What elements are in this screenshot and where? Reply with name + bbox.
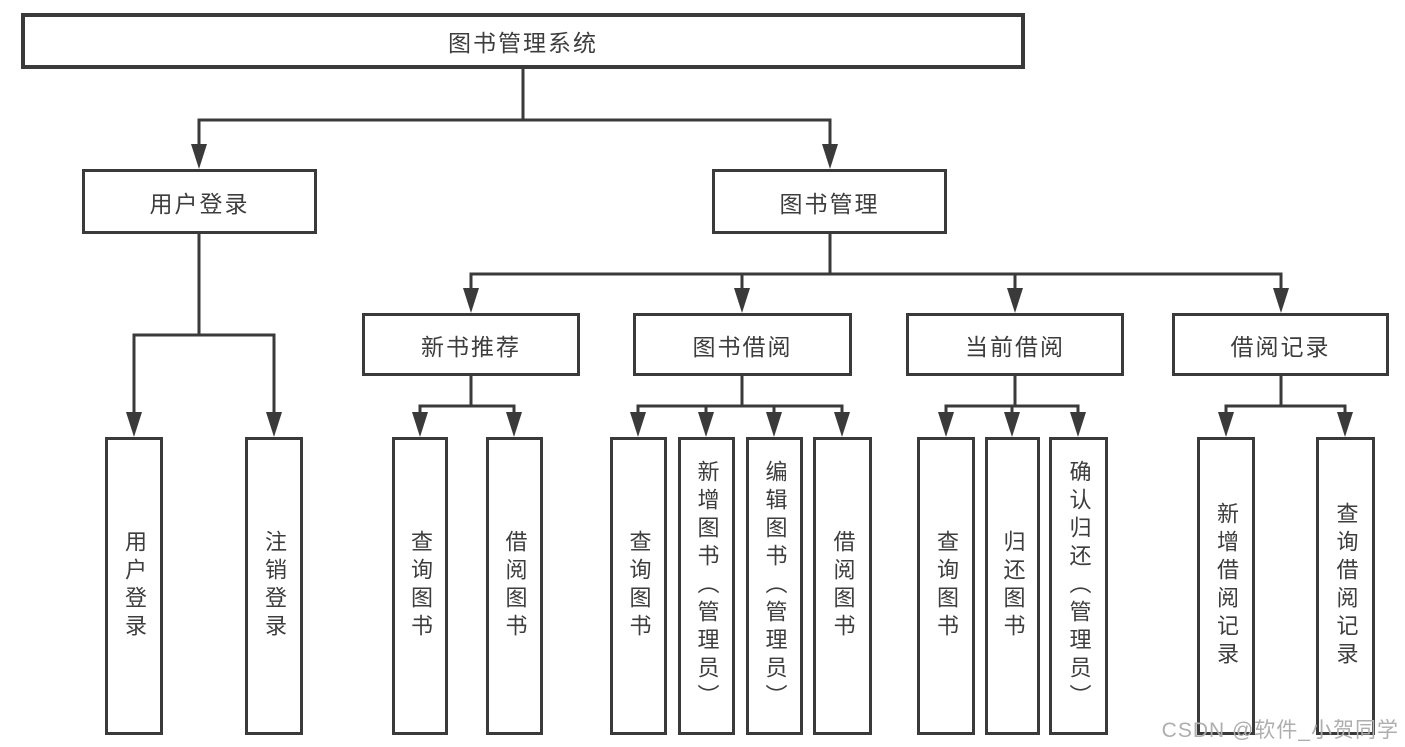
node-label: 新书推荐 xyxy=(421,333,521,360)
leaf-borrow-books-recommend: 借阅图书 xyxy=(486,437,543,735)
arrowhead-new-book-recommend xyxy=(463,288,479,313)
leaf-return-books: 归还图书 xyxy=(985,437,1040,735)
leaf-edit-book-admin: 编辑图书（管理员） xyxy=(746,437,803,735)
node-label: 借阅图书 xyxy=(830,530,856,642)
node-label: 借阅图书 xyxy=(502,530,528,642)
csdn-watermark: CSDN @软件_小贺同学 xyxy=(1161,719,1399,742)
node-new-book-recommend: 新书推荐 xyxy=(362,313,580,376)
node-label: 图书管理 xyxy=(779,190,880,217)
leaf-borrow-books: 借阅图书 xyxy=(813,437,872,735)
node-label: 新增借阅记录 xyxy=(1214,502,1239,670)
leaf-query-books-borrow: 查询图书 xyxy=(610,437,667,735)
arrowhead-borrow-records xyxy=(1273,288,1289,313)
node-label: 图书管理系统 xyxy=(448,30,598,56)
node-borrow-records: 借阅记录 xyxy=(1172,313,1389,376)
node-label: 用户登录 xyxy=(149,190,250,217)
node-user-login: 用户登录 xyxy=(82,169,317,234)
arrowhead-leaf-logout xyxy=(266,412,282,437)
leaf-query-books-recommend: 查询图书 xyxy=(392,437,448,735)
node-label: 用户登录 xyxy=(122,530,147,642)
arrowhead-user-login xyxy=(191,144,207,169)
node-book-borrow: 图书借阅 xyxy=(633,313,852,376)
node-label: 归还图书 xyxy=(1000,530,1026,642)
arrowhead-leaf-user-login xyxy=(126,412,142,437)
node-current-borrow: 当前借阅 xyxy=(906,313,1124,376)
node-label: 查询图书 xyxy=(626,530,652,642)
arrowhead-current-borrow xyxy=(1007,288,1023,313)
node-label: 编辑图书（管理员） xyxy=(762,460,788,712)
node-label: 确认归还（管理员） xyxy=(1066,460,1092,712)
node-label: 查询图书 xyxy=(934,530,959,642)
node-label: 查询图书 xyxy=(408,530,433,642)
node-label: 注销登录 xyxy=(262,530,287,642)
node-label: 借阅记录 xyxy=(1230,333,1331,360)
node-label: 查询借阅记录 xyxy=(1333,502,1359,670)
arrowhead-book-borrow xyxy=(734,288,750,313)
node-label: 当前借阅 xyxy=(965,333,1065,360)
arrowhead-book-management xyxy=(822,144,838,169)
leaf-query-books-current: 查询图书 xyxy=(917,437,975,735)
node-label: 图书借阅 xyxy=(692,333,793,360)
node-library-management-system: 图书管理系统 xyxy=(21,13,1025,69)
leaf-add-borrow-record: 新增借阅记录 xyxy=(1197,437,1255,735)
leaf-user-login: 用户登录 xyxy=(105,437,163,735)
leaf-confirm-return-admin: 确认归还（管理员） xyxy=(1049,437,1108,735)
node-label: 新增图书（管理员） xyxy=(694,460,720,712)
leaf-logout: 注销登录 xyxy=(245,437,303,735)
node-book-management: 图书管理 xyxy=(712,169,947,234)
leaf-add-book-admin: 新增图书（管理员） xyxy=(678,437,735,735)
leaf-query-borrow-record: 查询借阅记录 xyxy=(1316,437,1375,735)
